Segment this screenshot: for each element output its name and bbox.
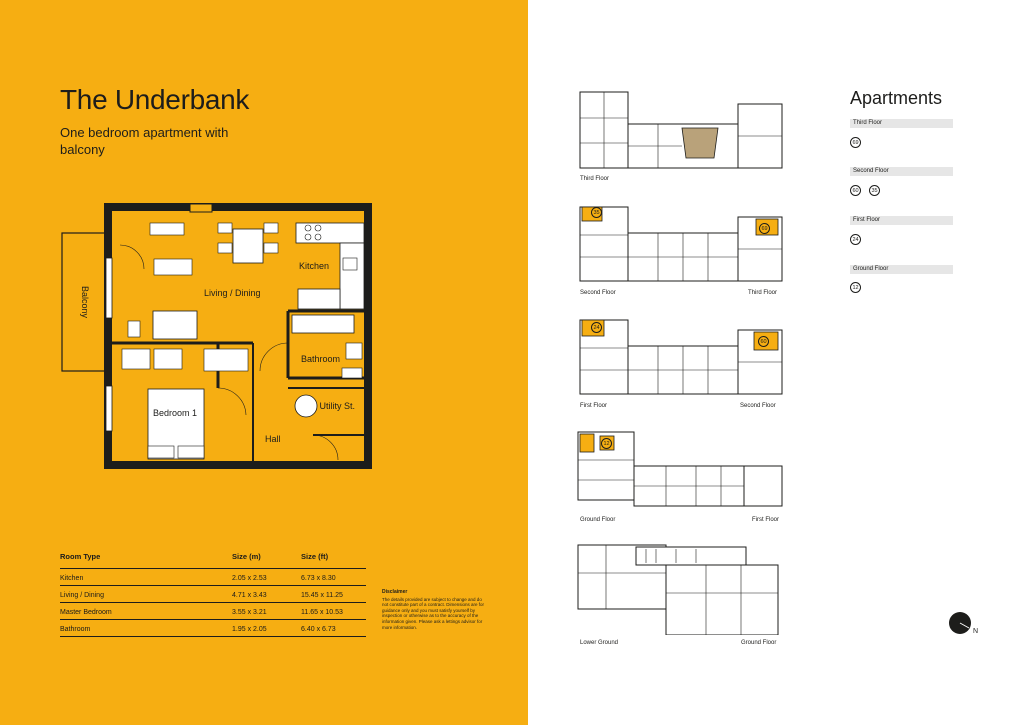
floor-label-left: Lower Ground — [580, 640, 619, 646]
building-plan-icon — [579, 91, 783, 169]
bedroom-label: Bedroom 1 — [153, 408, 198, 418]
floorplan-ground: 12 Ground Floor First Floor — [576, 430, 788, 528]
header-size-m: Size (m) — [232, 552, 261, 561]
bathroom-label: Bathroom — [301, 354, 341, 364]
header-room-type: Room Type — [60, 552, 101, 561]
table-row: Bathroom 1.95 x 2.05 6.40 x 6.73 — [60, 620, 366, 637]
floor-label-left: Ground Floor — [580, 517, 616, 523]
floorplan-third: Third Floor — [578, 88, 788, 182]
utility-label: Utility St. — [319, 401, 355, 411]
outer-wall — [104, 203, 372, 469]
window-icon — [105, 257, 113, 319]
cell-size-ft: 6.73 x 8.30 — [301, 574, 336, 582]
unit-badge: 69 — [759, 223, 770, 234]
cell-size-ft: 6.40 x 6.73 — [301, 625, 336, 633]
table-header: Room Type Size (m) Size (ft) — [60, 550, 366, 569]
unit-badge: 24 — [591, 322, 602, 333]
cell-room: Kitchen — [60, 574, 84, 582]
hall-label: Hall — [265, 434, 281, 444]
cell-room: Living / Dining — [60, 591, 104, 599]
disclaimer-title: Disclaimer — [382, 589, 408, 595]
floorplan-second: 35 69 Second Floor Third Floor — [578, 205, 788, 303]
compass-icon — [949, 612, 971, 634]
floor-bar-second: Second Floor — [850, 167, 953, 176]
unit-badge: 60 — [758, 336, 769, 347]
disclaimer-text: The details provided are subject to chan… — [382, 596, 485, 630]
building-plan-icon — [577, 431, 783, 507]
compass-needle-icon — [959, 622, 970, 629]
unit-badge: 35 — [869, 185, 880, 196]
disclaimer: Disclaimer The details provided are subj… — [382, 589, 486, 630]
cell-size-ft: 11.65 x 10.53 — [301, 608, 343, 616]
floor-label-left: Third Floor — [580, 176, 610, 182]
room-sizes-table: Room Type Size (m) Size (ft) Kitchen 2.0… — [60, 550, 366, 637]
cell-size-m: 3.55 x 3.21 — [232, 608, 267, 616]
floor-label-right: Second Floor — [740, 403, 776, 409]
floor-label-right: First Floor — [752, 517, 779, 523]
table-row: Kitchen 2.05 x 2.53 6.73 x 8.30 — [60, 569, 366, 586]
floor-label-right: Third Floor — [748, 290, 778, 296]
left-panel: The Underbank One bedroom apartment with… — [0, 0, 528, 725]
floor-label-right: Ground Floor — [741, 640, 777, 646]
living-dining-label: Living / Dining — [204, 288, 261, 298]
table-row: Master Bedroom 3.55 x 3.21 11.65 x 10.53 — [60, 603, 366, 620]
unit-badge: 24 — [850, 234, 861, 245]
apartments-title: Apartments — [850, 88, 943, 108]
building-plan-icon — [579, 206, 783, 282]
floor-bar-third: Third Floor — [850, 119, 953, 128]
page-title: The Underbank — [60, 84, 250, 115]
building-plan-icon — [577, 544, 779, 636]
header-size-ft: Size (ft) — [301, 552, 329, 561]
cell-room: Master Bedroom — [60, 608, 112, 616]
kitchen-label: Kitchen — [299, 261, 330, 271]
floorplan-first: 24 60 First Floor Second Floor — [578, 318, 788, 416]
floor-label-left: Second Floor — [580, 290, 616, 296]
unit-badge: 69 — [850, 137, 861, 148]
cell-size-m: 4.71 x 3.43 — [232, 591, 267, 599]
cell-room: Bathroom — [60, 625, 91, 633]
unit-badge: 60 — [850, 185, 861, 196]
balcony-label: Balcony — [80, 286, 90, 319]
cell-size-m: 2.05 x 2.53 — [232, 574, 267, 582]
floor-bar-first: First Floor — [850, 216, 953, 225]
apartment-floor-plan: Balcony Living / Dining Kitchen Bathroom… — [58, 203, 378, 473]
floor-bar-ground: Ground Floor — [850, 265, 953, 274]
unit-badge: 35 — [591, 207, 602, 218]
unit-badge: 12 — [850, 282, 861, 293]
floor-plan-drawing — [61, 203, 372, 469]
table-row: Living / Dining 4.71 x 3.43 15.45 x 11.2… — [60, 586, 366, 603]
floorplan-lower-ground: Lower Ground Ground Floor — [576, 543, 788, 651]
cell-size-ft: 15.45 x 11.25 — [301, 591, 343, 599]
window-icon — [189, 203, 213, 213]
compass-label: N — [973, 628, 979, 635]
building-plan-icon — [579, 319, 783, 395]
window-icon — [105, 385, 113, 432]
cell-size-m: 1.95 x 2.05 — [232, 625, 267, 633]
floor-label-left: First Floor — [580, 403, 607, 409]
page-subtitle: One bedroom apartment with balcony — [60, 125, 229, 157]
unit-badge: 12 — [601, 438, 612, 449]
